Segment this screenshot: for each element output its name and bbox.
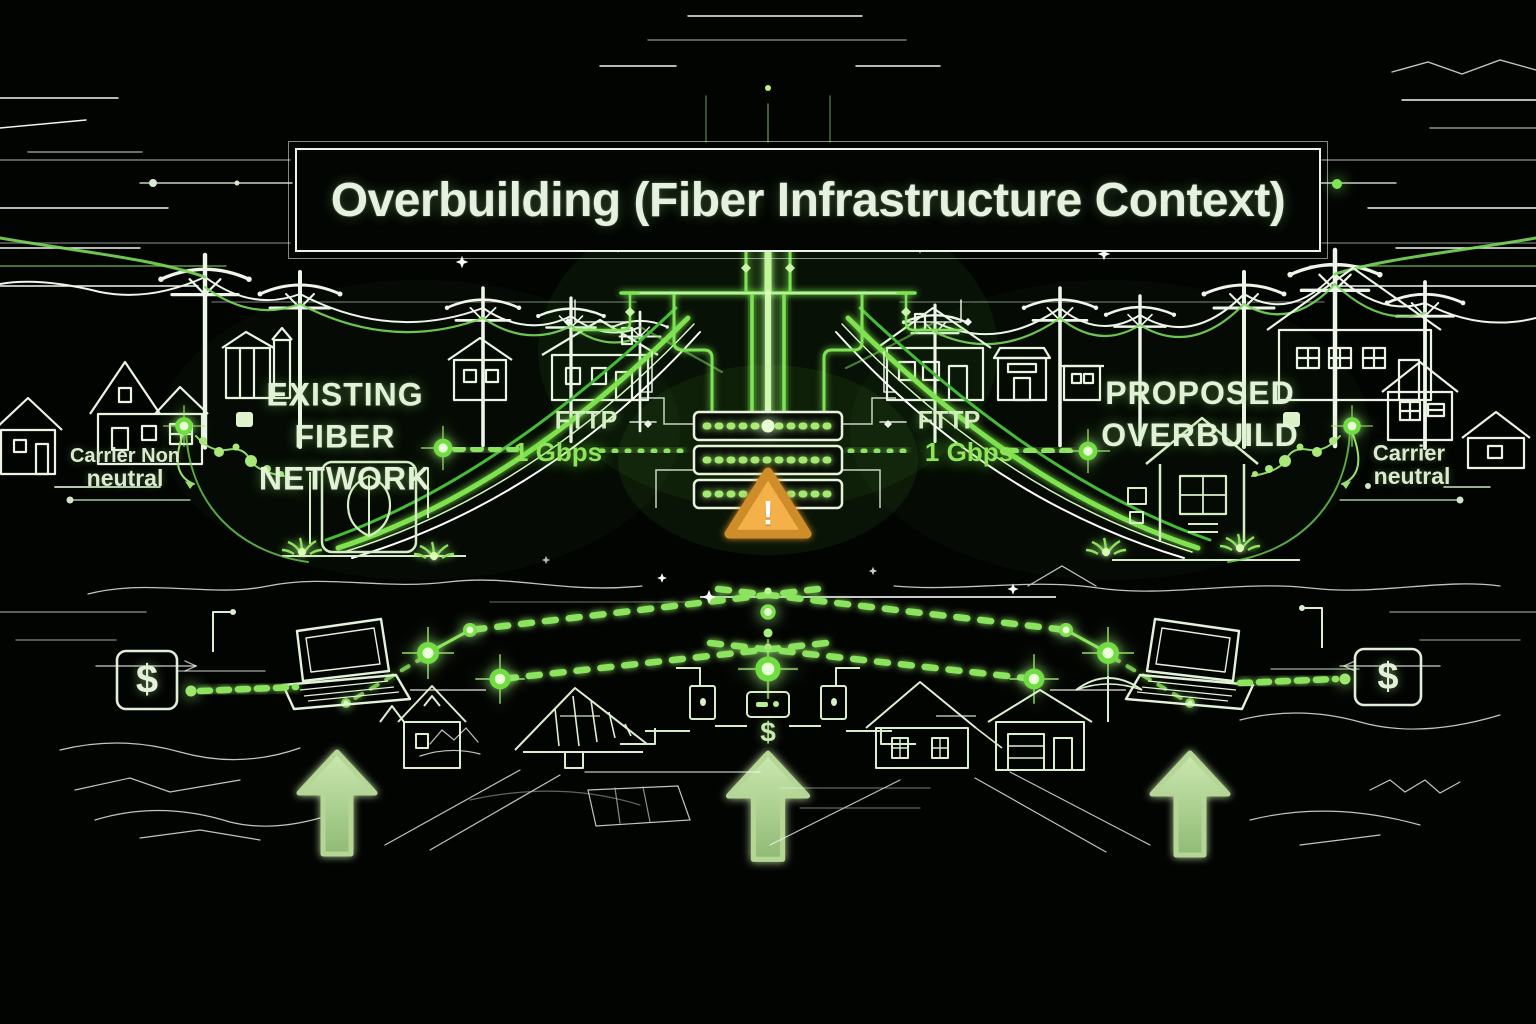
glow-node-icon (463, 623, 477, 637)
speed-label-right: 1 Gbps (924, 436, 1014, 467)
glow-node-icon (1185, 698, 1195, 708)
warning-triangle-icon (724, 467, 812, 539)
proposed-overbuild-label: PROPOSED OVERBUILD (1101, 374, 1299, 453)
page-title: Overbuilding (Fiber Infrastructure Conte… (330, 173, 1286, 227)
terrain-scribbles (59, 712, 1501, 853)
existing-network-label: EXISTING FIBER NETWORK (258, 376, 432, 498)
aerial-fiber-wires (0, 236, 1536, 374)
fttp-label-right: FTTP (917, 406, 981, 435)
cost-links (176, 668, 1360, 697)
glow-node-icon (475, 654, 524, 703)
right-edge-drop (1227, 412, 1360, 563)
up-arrow-icon (299, 752, 375, 854)
fiber-swoosh-bundles (324, 306, 1212, 559)
house (1461, 410, 1531, 470)
right-hub (1112, 416, 1300, 561)
house (447, 336, 513, 402)
up-arrow-icon (728, 753, 807, 859)
dollar-icon: $ (760, 716, 776, 748)
laptop-icon (281, 617, 486, 711)
title-banner: Overbuilding (Fiber Infrastructure Conte… (288, 141, 1328, 259)
house (89, 360, 209, 466)
barn (221, 326, 293, 400)
glow-node-icon (341, 698, 351, 708)
house (0, 396, 63, 476)
decorative-streaks (0, 15, 1536, 672)
up-arrow-icon (1152, 753, 1228, 855)
dollar-icon: $ (1377, 655, 1399, 698)
carrier-left-line1: Carrier Non (69, 444, 181, 467)
bottom-circuit (560, 667, 976, 745)
warning-exclamation: ! (762, 494, 774, 533)
top-band-houses (0, 266, 1531, 476)
shop (992, 346, 1052, 402)
kiosk (1060, 364, 1104, 402)
ambient-glow (160, 190, 1370, 580)
left-edge-drop (176, 412, 309, 563)
speed-label-left: 1 Gbps (513, 436, 603, 467)
laptop-icon (1050, 617, 1255, 711)
glow-node-icon (1082, 627, 1134, 679)
carrier-right-line2: neutral (1373, 462, 1451, 489)
gbps-links (452, 446, 1075, 454)
glow-node-icon (1059, 623, 1073, 637)
central-trunk (564, 246, 972, 423)
carrier-left-line2: neutral (86, 464, 164, 491)
glow-node-icon (402, 627, 454, 679)
bottom-houses (212, 605, 1323, 771)
fttp-label-left: FTTP (554, 406, 618, 435)
house (1266, 266, 1442, 402)
center-drop-chain (738, 587, 798, 699)
horizon-lines (87, 565, 1501, 603)
carrier-label-rules (54, 483, 1491, 504)
carrier-right-line1: Carrier (1372, 440, 1446, 466)
dollar-icon: $ (135, 657, 159, 702)
left-hub (282, 460, 466, 557)
house (1381, 360, 1459, 442)
dollar-box (1353, 647, 1423, 707)
dollar-box (115, 649, 179, 711)
